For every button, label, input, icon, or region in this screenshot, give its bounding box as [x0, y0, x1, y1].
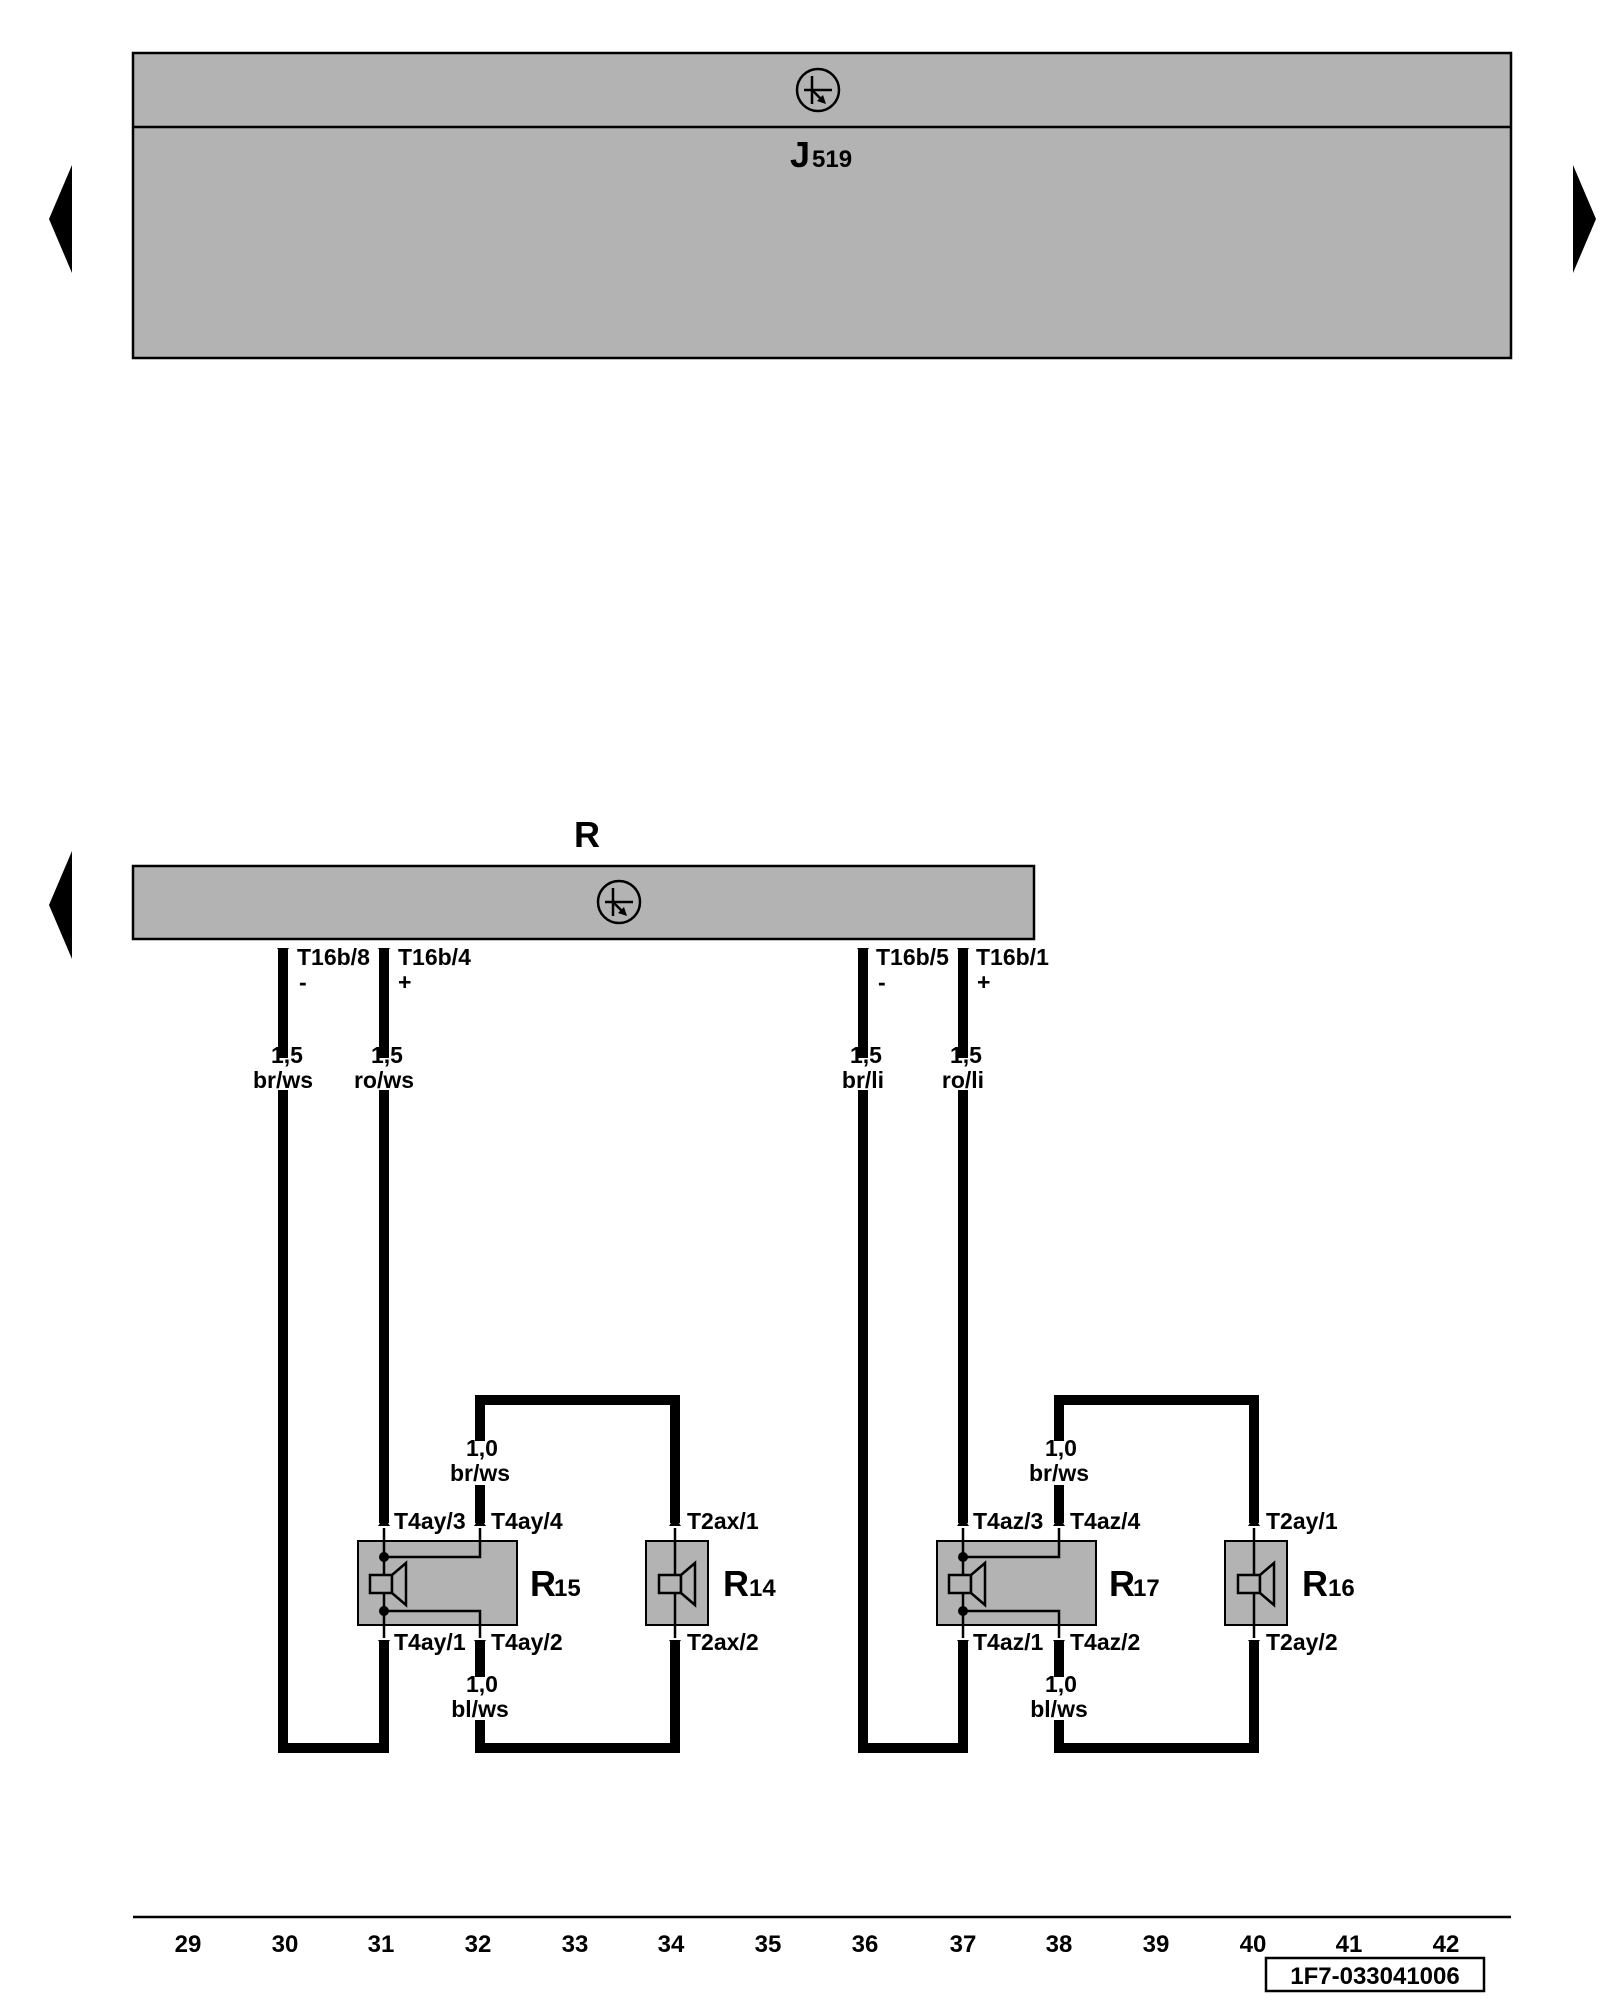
- wire-color: ro/ws: [354, 1067, 414, 1093]
- pin-t16b-1: T16b/1: [976, 944, 1049, 970]
- component-r16-subscript: 16: [1328, 1575, 1355, 1602]
- speaker-r17: [936, 1528, 1097, 1638]
- ground-transistor-icon: [596, 879, 642, 925]
- wire-size: 1,0: [1045, 1435, 1077, 1461]
- pin-t4ay-2: T4ay/2: [491, 1629, 563, 1655]
- ground-transistor-icon: [795, 67, 841, 113]
- track-number: 41: [1336, 1931, 1363, 1958]
- wire-bl-ws-r17-r16-lower: [1054, 1642, 1259, 1753]
- next-page-arrow-icon[interactable]: [1573, 165, 1596, 273]
- wire-size: 1,5: [950, 1042, 982, 1068]
- pin-t4ay-1: T4ay/1: [394, 1629, 466, 1655]
- pin-t2ax-2: T2ax/2: [687, 1629, 759, 1655]
- pin-t16b-5: T16b/5: [876, 944, 949, 970]
- wire-color: br/li: [842, 1067, 884, 1093]
- prev-page-arrow-icon-lower[interactable]: [49, 851, 72, 959]
- doc-code-box: [1264, 1956, 1486, 1993]
- wire-color: br/ws: [1029, 1460, 1089, 1486]
- module-r-label: R: [574, 814, 600, 855]
- component-r17-prefix: R: [1109, 1563, 1135, 1604]
- track-number: 29: [175, 1931, 202, 1958]
- wire-color: br/ws: [450, 1460, 510, 1486]
- track-numbers: 29 30 31 32 33 34 35 36 37 38 39 40 41 4…: [175, 1931, 1460, 1958]
- doc-code: 1F7-033041006: [1290, 1963, 1459, 1990]
- wire-size: 1,0: [1045, 1671, 1077, 1697]
- track-number: 31: [368, 1931, 395, 1958]
- wire-size: 1,0: [466, 1671, 498, 1697]
- wire-color: ro/li: [942, 1067, 984, 1093]
- speaker-r14: [645, 1528, 709, 1638]
- component-r14-subscript: 14: [749, 1575, 776, 1602]
- track-number: 30: [272, 1931, 299, 1958]
- wire-br-ws-left-lower: [278, 1090, 389, 1753]
- wire-color: bl/ws: [1030, 1696, 1088, 1722]
- polarity-plus: +: [398, 969, 411, 995]
- track-number: 35: [755, 1931, 782, 1958]
- wire-color: br/ws: [253, 1067, 313, 1093]
- wire-br-li-right-lower: [858, 1090, 968, 1753]
- pin-t16b-4: T16b/4: [398, 944, 471, 970]
- speaker-r16: [1224, 1528, 1288, 1638]
- polarity-plus: +: [977, 969, 990, 995]
- pin-t4ay-3: T4ay/3: [394, 1508, 466, 1534]
- track-number: 37: [950, 1931, 977, 1958]
- wire-size: 1,5: [371, 1042, 403, 1068]
- track-number: 32: [465, 1931, 492, 1958]
- wire-size: 1,5: [850, 1042, 882, 1068]
- speaker-icon: [368, 1560, 408, 1608]
- prev-page-arrow-icon[interactable]: [49, 165, 72, 273]
- pin-t4az-3: T4az/3: [973, 1508, 1043, 1534]
- polarity-minus: -: [299, 969, 307, 995]
- speaker-r15: [357, 1528, 518, 1638]
- track-number: 36: [852, 1931, 879, 1958]
- module-j519-subscript: 519: [812, 146, 852, 173]
- component-r14-prefix: R: [723, 1563, 749, 1604]
- pin-t4az-2: T4az/2: [1070, 1629, 1140, 1655]
- pin-t2ax-1: T2ax/1: [687, 1508, 759, 1534]
- track-number: 34: [658, 1931, 685, 1958]
- speaker-icon: [947, 1560, 987, 1608]
- component-r16-prefix: R: [1302, 1563, 1328, 1604]
- connector-arrows-r: [277, 948, 969, 957]
- track-number: 33: [562, 1931, 589, 1958]
- wire-bl-ws-r15-r14-lower: [475, 1642, 680, 1753]
- track-number: 38: [1046, 1931, 1073, 1958]
- wire-color: bl/ws: [451, 1696, 509, 1722]
- pin-t2ay-1: T2ay/1: [1266, 1508, 1338, 1534]
- component-r15-prefix: R: [530, 1563, 556, 1604]
- wire-size: 1,5: [271, 1042, 303, 1068]
- speaker-icon: [1236, 1560, 1276, 1608]
- module-j519-prefix: J: [790, 134, 810, 175]
- wire-size: 1,0: [466, 1435, 498, 1461]
- pin-t16b-8: T16b/8: [297, 944, 370, 970]
- track-number: 42: [1433, 1931, 1460, 1958]
- pin-t2ay-2: T2ay/2: [1266, 1629, 1338, 1655]
- polarity-minus: -: [878, 969, 886, 995]
- track-number: 40: [1240, 1931, 1267, 1958]
- component-r17-subscript: 17: [1133, 1575, 1160, 1602]
- connector-arrows-components: [378, 1517, 1260, 1649]
- component-r15-subscript: 15: [554, 1575, 581, 1602]
- wire-br-ws-r17-r16: [1054, 1395, 1259, 1523]
- module-j519: J 519: [131, 51, 1513, 360]
- wire-br-ws-r15-r14: [475, 1395, 680, 1523]
- pin-t4az-4: T4az/4: [1070, 1508, 1141, 1534]
- pin-t4az-1: T4az/1: [973, 1629, 1044, 1655]
- track-number: 39: [1143, 1931, 1170, 1958]
- pin-t4ay-4: T4ay/4: [491, 1508, 563, 1534]
- module-r: [131, 864, 1036, 941]
- speaker-icon: [657, 1560, 697, 1608]
